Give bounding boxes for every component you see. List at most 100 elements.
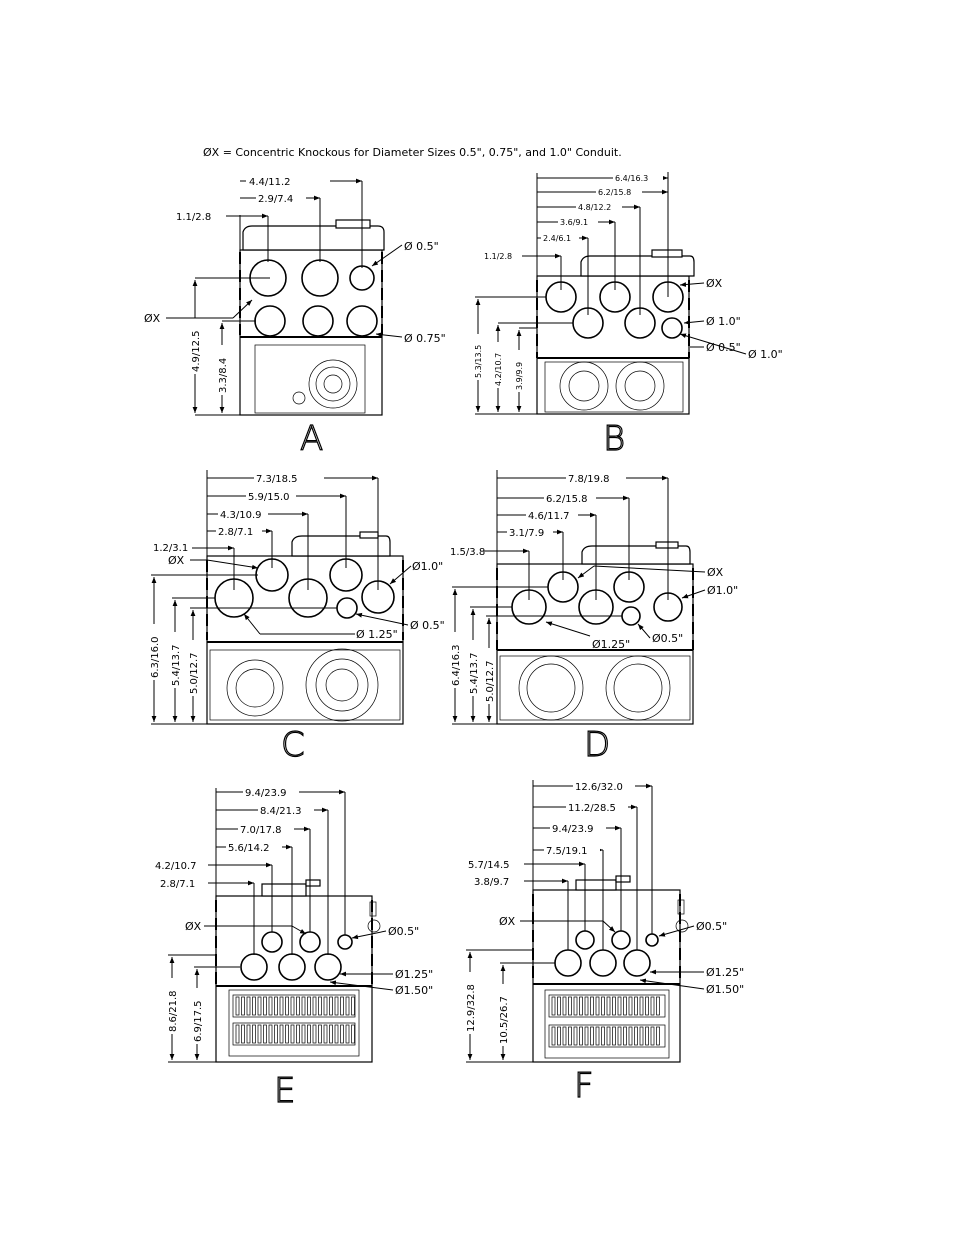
dim-b-h2: 4.8/12.2 bbox=[578, 203, 611, 212]
label-d-2: Ø1.25" bbox=[592, 638, 630, 651]
label-c-2: Ø 0.5" bbox=[410, 619, 445, 632]
vent-slot bbox=[285, 996, 289, 1016]
vent-slot bbox=[623, 996, 627, 1016]
vent-slot bbox=[312, 1024, 317, 1044]
frame-letter-b: B bbox=[603, 419, 625, 459]
label-b-0: ØX bbox=[706, 277, 723, 290]
vent-slot bbox=[323, 996, 328, 1016]
vent-slot bbox=[584, 996, 589, 1016]
vent-slot bbox=[645, 996, 649, 1016]
vent-slot bbox=[351, 1024, 355, 1044]
vent-slot bbox=[639, 996, 644, 1016]
label-b-3: Ø 1.0" bbox=[748, 348, 783, 361]
vent-slot bbox=[590, 996, 594, 1016]
vent-slot bbox=[595, 1026, 600, 1046]
vent-slot bbox=[257, 1024, 262, 1044]
vent-slot bbox=[601, 1026, 605, 1046]
vent-slot bbox=[263, 1024, 267, 1044]
vent-slot bbox=[557, 996, 561, 1016]
vent-slot bbox=[606, 996, 611, 1016]
dim-f-h1: 11.2/28.5 bbox=[568, 803, 616, 814]
vent-slot bbox=[568, 996, 572, 1016]
label-a-1: ØX bbox=[144, 312, 161, 325]
vent-slot bbox=[562, 996, 567, 1016]
vent-slot bbox=[656, 996, 660, 1016]
vent-slot bbox=[634, 996, 638, 1016]
vent-slot bbox=[257, 996, 262, 1016]
vent-slot bbox=[612, 996, 616, 1016]
label-d-1: Ø1.0" bbox=[707, 584, 738, 597]
label-d-0: ØX bbox=[707, 566, 724, 579]
dim-c-h0: 7.3/18.5 bbox=[256, 474, 298, 485]
label-a-0: Ø 0.5" bbox=[404, 240, 439, 253]
dim-f-h5: 3.8/9.7 bbox=[474, 877, 509, 888]
vent-slot bbox=[617, 996, 622, 1016]
label-e-3: Ø1.50" bbox=[395, 984, 433, 997]
dim-b-h3: 3.6/9.1 bbox=[560, 218, 588, 227]
vent-slot bbox=[290, 996, 295, 1016]
vent-slot bbox=[345, 1024, 350, 1044]
dim-a-v0: 4.9/12.5 bbox=[191, 330, 202, 372]
dim-d-h1: 6.2/15.8 bbox=[546, 494, 588, 505]
dim-f-h2: 9.4/23.9 bbox=[552, 824, 594, 835]
label-e-1: Ø0.5" bbox=[388, 925, 419, 938]
dim-c-h1: 5.9/15.0 bbox=[248, 492, 290, 503]
vent-slot bbox=[634, 1026, 638, 1046]
vent-slot bbox=[307, 1024, 311, 1044]
vent-slot bbox=[235, 1024, 240, 1044]
vent-slot bbox=[340, 996, 344, 1016]
label-f-0: ØX bbox=[499, 915, 516, 928]
vent-slot bbox=[296, 1024, 300, 1044]
dim-f-v0: 12.9/32.8 bbox=[466, 984, 477, 1032]
dim-c-v0: 6.3/16.0 bbox=[150, 636, 161, 678]
dim-e-h4: 4.2/10.7 bbox=[155, 861, 197, 872]
vent-slot bbox=[241, 1024, 245, 1044]
label-d-3: Ø0.5" bbox=[652, 632, 683, 645]
vent-slot bbox=[623, 1026, 627, 1046]
vent-slot bbox=[274, 996, 278, 1016]
dim-e-h0: 9.4/23.9 bbox=[245, 788, 287, 799]
vent-slot bbox=[562, 1026, 567, 1046]
vent-slot bbox=[590, 1026, 594, 1046]
frame-b: 6.4/16.3 6.2/15.8 4.8/12.2 3.6/9.1 2.4/6… bbox=[472, 172, 783, 460]
dim-e-v0: 8.6/21.8 bbox=[168, 990, 179, 1032]
vent-slot bbox=[579, 1026, 583, 1046]
vent-slot bbox=[252, 996, 256, 1016]
vent-slot bbox=[290, 1024, 295, 1044]
vent-slot bbox=[601, 996, 605, 1016]
vent-slot bbox=[301, 1024, 306, 1044]
vent-slot bbox=[318, 1024, 322, 1044]
vent-slot bbox=[268, 1024, 273, 1044]
vent-grille-e bbox=[232, 994, 356, 1046]
vent-slot bbox=[268, 996, 273, 1016]
dim-e-h3: 5.6/14.2 bbox=[228, 843, 270, 854]
vent-slot bbox=[645, 1026, 649, 1046]
vent-slot bbox=[612, 1026, 616, 1046]
label-f-2: Ø1.25" bbox=[706, 966, 744, 979]
dim-a-h1: 2.9/7.4 bbox=[258, 194, 293, 205]
dim-f-h0: 12.6/32.0 bbox=[575, 782, 623, 793]
label-c-3: Ø 1.25" bbox=[356, 628, 398, 641]
vent-slot bbox=[345, 996, 350, 1016]
vent-slot bbox=[301, 996, 306, 1016]
dim-c-h3: 2.8/7.1 bbox=[218, 527, 253, 538]
dim-b-v1: 4.2/10.7 bbox=[494, 353, 503, 386]
vent-slot bbox=[628, 996, 633, 1016]
frame-letter-c: C bbox=[281, 725, 305, 765]
vent-slot bbox=[285, 1024, 289, 1044]
dim-b-v0: 5.3/13.5 bbox=[474, 345, 483, 378]
vent-slot bbox=[312, 996, 317, 1016]
label-e-2: Ø1.25" bbox=[395, 968, 433, 981]
label-b-1: Ø 1.0" bbox=[706, 315, 741, 328]
vent-slot bbox=[551, 996, 556, 1016]
vent-slot bbox=[252, 1024, 256, 1044]
vent-slot bbox=[340, 1024, 344, 1044]
dim-d-h3: 3.1/7.9 bbox=[509, 528, 544, 539]
label-f-3: Ø1.50" bbox=[706, 983, 744, 996]
vent-slot bbox=[334, 996, 339, 1016]
vent-slot bbox=[329, 996, 333, 1016]
dim-a-h2: 1.1/2.8 bbox=[176, 212, 211, 223]
vent-slot bbox=[573, 1026, 578, 1046]
vent-slot bbox=[557, 1026, 561, 1046]
frame-letter-e: E bbox=[274, 1071, 295, 1111]
